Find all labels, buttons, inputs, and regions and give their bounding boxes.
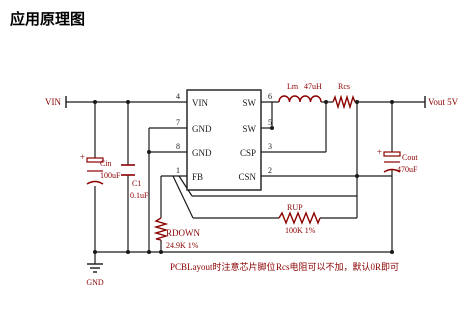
cout-value: 470uF xyxy=(397,165,418,174)
ic-pin-name-gnd-8: GND xyxy=(192,148,212,158)
rdown-value: 24.9K 1% xyxy=(166,241,199,250)
junction-dots xyxy=(93,100,394,254)
note-rcs: Rcs电阻可以不加，默认0R即可 xyxy=(276,261,399,272)
vin-terminal: VIN xyxy=(45,96,67,108)
ic-pin-name-vin: VIN xyxy=(192,98,208,108)
rup-resistor: RUP 100K 1% xyxy=(278,203,321,235)
note-pcb-layout: PCBLayout时注意芯片脚位 xyxy=(170,261,276,272)
ic-chip: VIN GND GND FB SW SW CSP CSN 4 7 8 1 6 5… xyxy=(176,89,272,191)
lm-value: 47uH xyxy=(304,82,322,91)
vin-label: VIN xyxy=(45,97,61,107)
rcs-resistor: Rcs xyxy=(332,82,356,110)
c1-value: 0.1uF xyxy=(130,191,149,200)
rdown-resistor: RDOWN 24.9K 1% xyxy=(153,217,200,250)
vout-terminal: Vout 5V xyxy=(424,96,459,108)
ic-pin-name-csp: CSP xyxy=(240,148,256,158)
gnd-label: GND xyxy=(86,278,104,287)
ic-pin-name-sw-5: SW xyxy=(243,124,257,134)
lm-inductor: Lm 47uH xyxy=(278,82,322,103)
wires xyxy=(66,101,425,264)
page-title: 应用原理图 xyxy=(10,10,86,28)
cin-plus-sign: + xyxy=(80,152,85,162)
vout-label: Vout 5V xyxy=(428,97,459,107)
ic-pin-number-1: 1 xyxy=(176,166,180,175)
cin-capacitor: + Cin 100uF xyxy=(80,152,121,185)
ic-pin-name-gnd-7: GND xyxy=(192,124,212,134)
ic-pin-number-3: 3 xyxy=(268,142,272,151)
ic-pin-number-4: 4 xyxy=(176,92,180,101)
ic-pin-number-8: 8 xyxy=(176,142,180,151)
rup-value: 100K 1% xyxy=(285,226,316,235)
cout-capacitor: + Cout 470uF xyxy=(377,147,418,174)
ic-pin-name-sw-6: SW xyxy=(243,98,257,108)
gnd-symbol: GND xyxy=(86,263,104,287)
c1-capacitor: C1 0.1uF xyxy=(121,164,149,200)
cin-label: Cin xyxy=(100,159,112,168)
lm-label: Lm xyxy=(287,82,299,91)
cout-label: Cout xyxy=(402,153,418,162)
rdown-label: RDOWN xyxy=(166,228,200,238)
ic-pin-number-2: 2 xyxy=(268,166,272,175)
rcs-label: Rcs xyxy=(338,82,350,91)
ic-pin-number-6: 6 xyxy=(268,92,272,101)
ic-pin-number-7: 7 xyxy=(176,118,180,127)
c1-label: C1 xyxy=(132,179,141,188)
cout-plus-sign: + xyxy=(377,147,382,157)
ic-pin-number-5: 5 xyxy=(268,118,272,127)
cin-value: 100uF xyxy=(100,171,121,180)
ic-pin-name-csn: CSN xyxy=(238,172,256,182)
ic-pin-name-fb: FB xyxy=(192,172,203,182)
ic-body xyxy=(186,89,262,191)
rup-label: RUP xyxy=(287,203,303,212)
